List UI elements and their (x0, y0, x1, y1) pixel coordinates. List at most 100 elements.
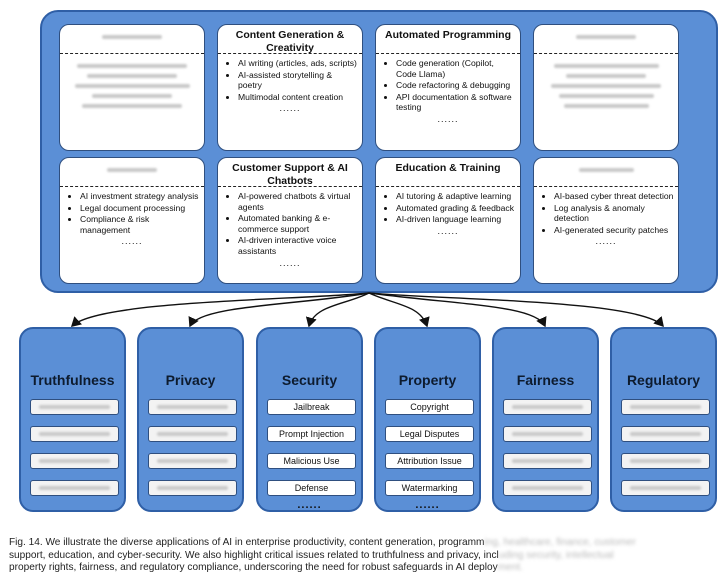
card-items: Code generation (Copilot, Code Llama) Co… (376, 58, 520, 113)
card-items: AI tutoring & adaptive learning Automate… (376, 191, 520, 225)
card-item: Log analysis & anomaly detection (554, 203, 674, 224)
category-privacy: Privacy (137, 327, 244, 512)
caption-line-3: property rights, fairness, and regulator… (9, 562, 721, 575)
application-card-5: AI investment strategy analysis Legal do… (59, 157, 205, 284)
category-item: Legal Disputes (385, 426, 474, 442)
card-title: Customer Support & AI Chatbots (218, 158, 362, 187)
category-item-blurred (503, 453, 592, 469)
category-security: Security Jailbreak Prompt Injection Mali… (256, 327, 363, 512)
category-item: Defense (267, 480, 356, 496)
category-title: Regulatory (626, 372, 701, 388)
category-item-blurred (148, 399, 237, 415)
category-item-blurred (621, 480, 710, 496)
card-more: ...... (279, 103, 301, 114)
category-item-blurred (621, 399, 710, 415)
category-title: Truthfulness (30, 372, 115, 388)
card-item: AI-generated security patches (554, 225, 674, 236)
card-title-blurred (60, 25, 204, 54)
arrow-property (368, 292, 430, 328)
caption-text: property rights, fairness, and regulator… (9, 562, 498, 574)
category-title: Fairness (516, 372, 575, 388)
category-item: Malicious Use (267, 453, 356, 469)
category-item-blurred (148, 426, 237, 442)
card-item: AI-driven interactive voice assistants (238, 235, 358, 256)
card-more: ...... (279, 257, 301, 268)
category-title: Security (281, 372, 338, 388)
category-item: Attribution Issue (385, 453, 474, 469)
card-item: Legal document processing (80, 203, 200, 214)
application-card-content-generation: Content Generation & Creativity AI writi… (217, 24, 363, 151)
card-item: AI-based cyber threat detection (554, 191, 674, 202)
card-item: AI-assisted storytelling & poetry (238, 70, 358, 91)
category-item-blurred (503, 399, 592, 415)
card-item: Code refactoring & debugging (396, 80, 516, 91)
card-more: ...... (437, 113, 459, 124)
card-body-blurred (60, 54, 204, 118)
category-item-blurred (148, 480, 237, 496)
card-item: AI investment strategy analysis (80, 191, 200, 202)
application-card-customer-support: Customer Support & AI Chatbots AI-powere… (217, 157, 363, 284)
category-item: Prompt Injection (267, 426, 356, 442)
figure-caption: Fig. 14. We illustrate the diverse appli… (9, 537, 721, 575)
category-property: Property Copyright Legal Disputes Attrib… (374, 327, 481, 512)
card-items: AI investment strategy analysis Legal do… (60, 191, 204, 235)
application-card-1 (59, 24, 205, 151)
caption-line-2: support, education, and cyber-security. … (9, 550, 721, 563)
arrow-security (305, 292, 370, 328)
category-title: Privacy (165, 372, 216, 388)
arrow-regulatory (368, 292, 664, 328)
card-item: AI-powered chatbots & virtual agents (238, 191, 358, 212)
application-card-education: Education & Training AI tutoring & adapt… (375, 157, 521, 284)
category-item-blurred (503, 426, 592, 442)
category-item-blurred (621, 426, 710, 442)
category-more: ...... (415, 499, 440, 511)
caption-text: Fig. 14. We illustrate the diverse appli… (9, 537, 485, 548)
card-item: Automated banking & e-commerce support (238, 213, 358, 234)
application-card-4 (533, 24, 679, 151)
category-item-blurred (30, 480, 119, 496)
category-fairness: Fairness (492, 327, 599, 512)
category-item: Copyright (385, 399, 474, 415)
card-items: AI writing (articles, ads, scripts) AI-a… (218, 58, 362, 102)
card-title-blurred (534, 158, 678, 187)
card-items: AI-based cyber threat detection Log anal… (534, 191, 678, 235)
category-item-blurred (503, 480, 592, 496)
card-title: Education & Training (376, 158, 520, 187)
card-title: Automated Programming (376, 25, 520, 54)
category-regulatory: Regulatory (610, 327, 717, 512)
category-title: Property (398, 372, 457, 388)
card-item: AI writing (articles, ads, scripts) (238, 58, 358, 69)
caption-text: support, education, and cyber-security. … (9, 549, 499, 561)
category-item: Jailbreak (267, 399, 356, 415)
application-card-automated-programming: Automated Programming Code generation (C… (375, 24, 521, 151)
card-body-blurred (534, 54, 678, 118)
caption-line-1: Fig. 14. We illustrate the diverse appli… (9, 537, 721, 550)
card-item: Automated grading & feedback (396, 203, 516, 214)
category-item-blurred (30, 426, 119, 442)
card-items: AI-powered chatbots & virtual agents Aut… (218, 191, 362, 257)
category-item: Watermarking (385, 480, 474, 496)
arrow-privacy (188, 292, 370, 328)
card-item: API documentation & software testing (396, 92, 516, 113)
card-title: Content Generation & Creativity (218, 25, 362, 54)
category-item-blurred (148, 453, 237, 469)
application-card-8: AI-based cyber threat detection Log anal… (533, 157, 679, 284)
card-item: Multimodal content creation (238, 92, 358, 103)
card-title-blurred (60, 158, 204, 187)
card-item: Code generation (Copilot, Code Llama) (396, 58, 516, 79)
card-more: ...... (121, 236, 143, 247)
category-item-blurred (30, 453, 119, 469)
arrow-fairness (368, 292, 547, 328)
card-title-blurred (534, 25, 678, 54)
category-item-blurred (621, 453, 710, 469)
card-item: AI-driven language learning (396, 214, 516, 225)
caption-blurred: uding security, intellectual (498, 549, 614, 561)
caption-blurred: ment. (497, 562, 523, 574)
category-item-blurred (30, 399, 119, 415)
category-more: ...... (297, 499, 322, 511)
arrow-truthfulness (70, 292, 370, 327)
card-more: ...... (437, 225, 459, 236)
category-truthfulness: Truthfulness (19, 327, 126, 512)
card-item: AI tutoring & adaptive learning (396, 191, 516, 202)
card-item: Compliance & risk management (80, 214, 200, 235)
